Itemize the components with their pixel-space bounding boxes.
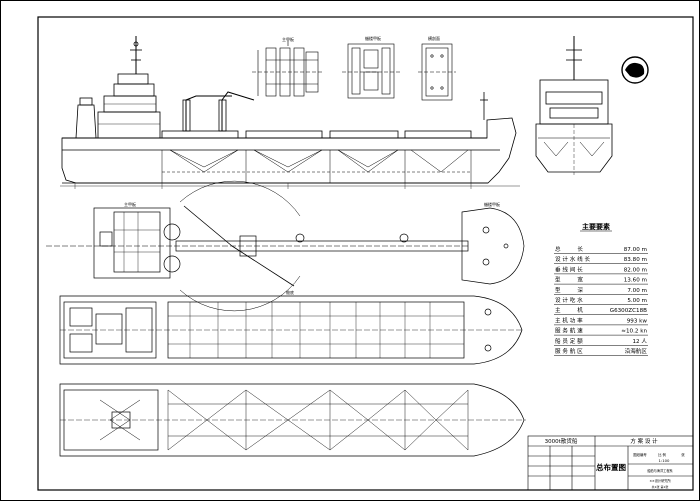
particulars-row-value: 87.00 m bbox=[624, 247, 647, 253]
particulars-row-label: 设 计 水 线 长 bbox=[555, 255, 590, 263]
bottom-plan bbox=[59, 383, 526, 457]
title-block-note2: ××设计研究所 bbox=[649, 478, 671, 483]
detail-label-1: 主甲板 bbox=[282, 36, 294, 42]
particulars-title: 主要要素 bbox=[582, 222, 610, 231]
detail-view-2 bbox=[342, 43, 400, 99]
particulars-row-label: 总 长 bbox=[555, 245, 583, 253]
particulars-row-label: 型 深 bbox=[555, 286, 583, 294]
title-block-note1: 船舶与海洋工程系 bbox=[647, 468, 673, 473]
particulars-row-label: 主 机 bbox=[555, 306, 583, 314]
title-block-info-mid: 比 例 bbox=[658, 452, 666, 457]
detail-label-2: 艏楼甲板 bbox=[365, 35, 381, 41]
particulars-rows: 总 长 87.00 m 设 计 水 线 长 83.80 m 垂 线 间 长 82.00 m… bbox=[554, 245, 648, 356]
title-block-drawing-name: 总布置图 bbox=[596, 462, 626, 472]
title-block-sheet: 共1张 第1张 bbox=[652, 484, 669, 489]
particulars-row-value: 993 kw bbox=[627, 318, 648, 324]
particulars-row-value: 沿海航区 bbox=[625, 347, 648, 355]
view-label-forecastle: 艏楼甲板 bbox=[484, 201, 500, 207]
view-label-main-plan: 舱底 bbox=[286, 289, 294, 295]
particulars-row-label: 垂 线 间 长 bbox=[555, 265, 583, 273]
particulars-row-value: 7.00 m bbox=[627, 288, 647, 294]
section-view bbox=[535, 36, 613, 175]
particulars-row-value: ≈10.2 kn bbox=[621, 329, 647, 335]
title-block bbox=[527, 435, 694, 491]
particulars-table: 主要要素 总 长 87.00 m 设 计 水 线 长 83.80 m 垂 线 间 长 82… bbox=[554, 222, 648, 356]
profile-view bbox=[60, 36, 520, 189]
title-block-scale: 1:100 bbox=[659, 458, 671, 463]
particulars-row-value: 13.60 m bbox=[624, 278, 647, 284]
title-block-info-left: 图纸编号 bbox=[633, 452, 647, 457]
detail-view-1 bbox=[252, 40, 322, 97]
particulars-row-value: 83.80 m bbox=[624, 257, 647, 263]
particulars-row-value: 82.00 m bbox=[624, 267, 647, 273]
drawing-frame bbox=[37, 16, 694, 491]
particulars-row-label: 型 宽 bbox=[555, 276, 583, 284]
particulars-row-label: 船 员 定 额 bbox=[555, 337, 583, 345]
particulars-row-value: 12 人 bbox=[633, 338, 648, 345]
deck-plan-upper bbox=[46, 180, 525, 312]
particulars-row-label: 服 务 航 速 bbox=[555, 327, 583, 335]
title-block-info-right: 张 bbox=[681, 452, 685, 457]
particulars-row-value: G6300ZC18B bbox=[610, 308, 647, 314]
view-label-upper-plan: 主甲板 bbox=[124, 201, 136, 207]
title-block-project: 3000t散货船 bbox=[545, 437, 578, 445]
main-deck-plan bbox=[59, 295, 524, 365]
company-logo bbox=[621, 56, 649, 84]
detail-label-3: 横剖面 bbox=[428, 35, 440, 41]
particulars-row-label: 设 计 吃 水 bbox=[555, 296, 583, 304]
title-block-stage: 方 案 设 计 bbox=[630, 437, 658, 445]
detail-view-3 bbox=[418, 43, 456, 101]
particulars-row-value: 5.00 m bbox=[627, 298, 647, 304]
particulars-row-label: 服 务 航 区 bbox=[555, 347, 583, 355]
particulars-row-label: 主 机 功 率 bbox=[555, 316, 583, 324]
